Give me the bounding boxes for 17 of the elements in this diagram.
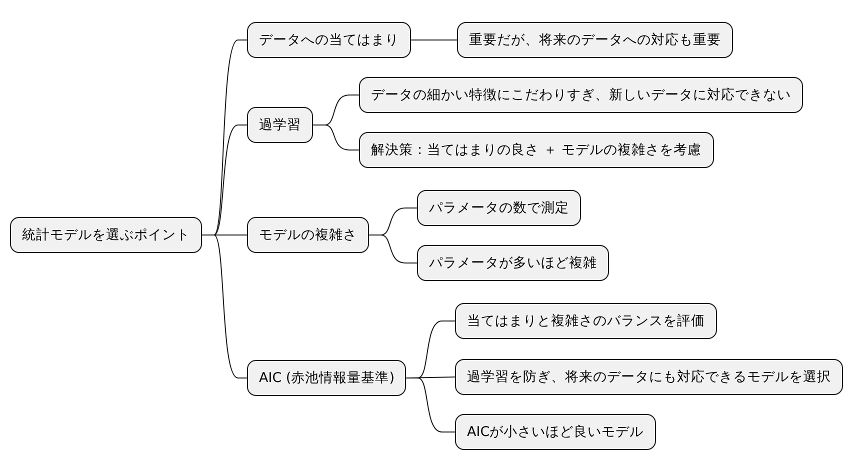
topic-box: 当てはまりと複雑さのバランスを評価 xyxy=(455,303,717,339)
topic-box: 解決策：当てはまりの良さ ＋ モデルの複雑さを考慮 xyxy=(359,132,714,168)
topic-box: データの細かい特徴にこだわりすぎ、新しいデータに対応できない xyxy=(359,77,803,113)
topic-box: AICが小さいほど良いモデル xyxy=(455,414,656,450)
topic-box: 統計モデルを選ぶポイント xyxy=(10,217,202,253)
topic-box: 重要だが、将来のデータへの対応も重要 xyxy=(457,22,733,58)
topic-box: パラメータが多いほど複雑 xyxy=(417,245,609,281)
topic-box: パラメータの数で測定 xyxy=(417,190,581,226)
topic-box: モデルの複雑さ xyxy=(247,217,369,253)
connector-line xyxy=(202,234,248,378)
topic-box: AIC (赤池情報量基準) xyxy=(247,360,406,396)
connector-line xyxy=(312,124,360,150)
connector-line xyxy=(406,378,456,432)
connector-line xyxy=(368,234,418,264)
topic-box: 過学習を防ぎ、将来のデータにも対応できるモデルを選択 xyxy=(455,359,843,395)
topic-box: データへの当てはまり xyxy=(247,22,411,58)
topic-box: 過学習 xyxy=(247,107,313,143)
